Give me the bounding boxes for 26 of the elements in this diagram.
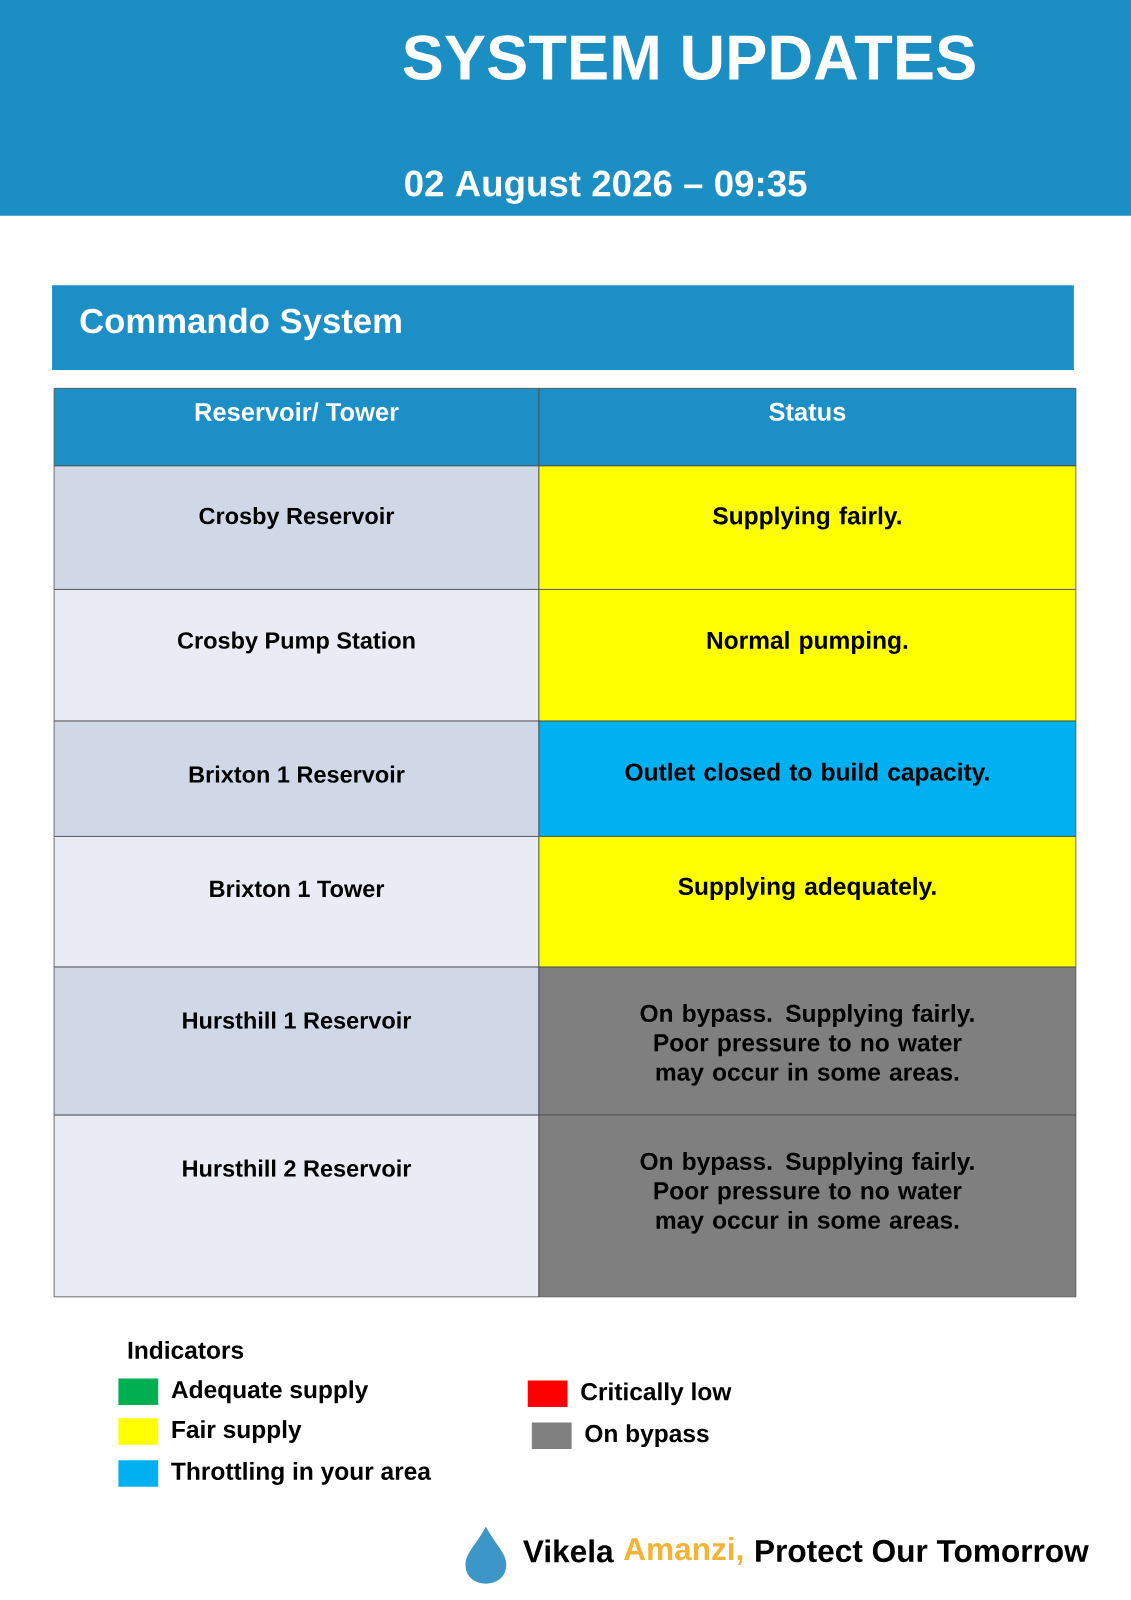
header-cell: Status bbox=[538, 387, 1077, 467]
status-cell: Supplying fairly. bbox=[538, 465, 1077, 590]
title: SYSTEM UPDATES bbox=[403, 35, 975, 80]
table-cell: Crosby Pump Station bbox=[53, 589, 540, 722]
table-cell: Crosby Reservoir bbox=[53, 465, 540, 590]
table-cell: Brixton 1 Reservoir bbox=[53, 720, 540, 837]
slogan-text: Vikela bbox=[523, 1539, 614, 1563]
legend-label: Critically low bbox=[581, 1382, 732, 1406]
date: 02 August 2026 – 09:35 bbox=[405, 170, 807, 204]
header-cell: Reservoir/ Tower bbox=[53, 387, 540, 467]
legend-label: Fair supply bbox=[172, 1420, 302, 1443]
table-cell: Hursthill 1 Reservoir bbox=[53, 966, 540, 1116]
slogan-text: Amanzi, bbox=[624, 1537, 743, 1565]
legend-label: Throttling in your area bbox=[171, 1461, 432, 1485]
legend-heading: Indicators bbox=[128, 1340, 244, 1359]
system-heading: Commando System bbox=[52, 285, 1074, 370]
legend-label: Adequate supply bbox=[171, 1380, 369, 1404]
table-cell: Brixton 1 Tower bbox=[53, 836, 540, 968]
status-cell: Normal pumping. bbox=[538, 589, 1077, 722]
status-cell: On bypass. Supplying fairly. Poor pressure to no water may occur in some areas. bbox=[538, 966, 1077, 1116]
slogan-text: Protect Our Tomorrow bbox=[756, 1539, 1089, 1563]
status-cell: Supplying adequately. bbox=[538, 836, 1077, 968]
table-cell: Hursthill 2 Reservoir bbox=[53, 1114, 540, 1298]
status-cell: Outlet closed to build capacity. bbox=[538, 720, 1077, 837]
legend-label: On bypass bbox=[585, 1424, 709, 1448]
status-cell: On bypass. Supplying fairly. Poor pressure to no water may occur in some areas. bbox=[538, 1114, 1077, 1298]
